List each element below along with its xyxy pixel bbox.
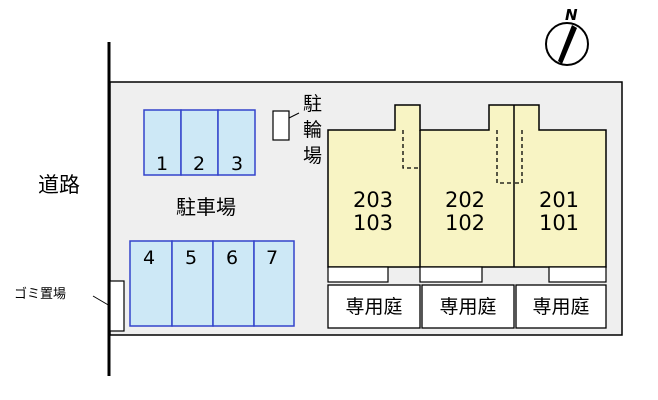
- parking-space: [253, 240, 295, 327]
- garbage-leader-line: [92, 295, 111, 307]
- private-garden: [421, 284, 515, 329]
- balcony: [419, 266, 483, 283]
- bicycle-label-char: 場: [303, 145, 322, 167]
- parking-space-number: 1: [156, 153, 168, 175]
- compass: N: [545, 6, 589, 66]
- parking-space-number: 7: [266, 247, 278, 269]
- unit-number-upper: 202: [445, 188, 485, 212]
- garbage-label: ゴミ置場: [14, 286, 66, 302]
- parking-space-number: 5: [185, 247, 197, 269]
- compass-needle-icon: [558, 25, 577, 64]
- parking-space-number: 2: [193, 153, 205, 175]
- parking-label: 駐車場: [176, 195, 236, 219]
- unit-number-lower: 103: [353, 211, 393, 235]
- unit-number-lower: 101: [539, 211, 579, 235]
- bicycle-label-char: 駐: [303, 93, 322, 115]
- compass-north-label: N: [565, 6, 578, 24]
- garbage-area: [109, 280, 125, 332]
- bicycle-parking-area: [272, 110, 290, 141]
- parking-space: [129, 240, 173, 327]
- private-garden-label: 専用庭: [345, 296, 402, 318]
- private-garden: [515, 284, 607, 329]
- private-garden-label: 専用庭: [532, 296, 589, 318]
- unit-number-lower: 102: [445, 211, 485, 235]
- parking-space-number: 3: [231, 153, 243, 175]
- road-label: 道路: [38, 173, 80, 197]
- private-garden-label: 専用庭: [439, 296, 496, 318]
- stair-marking: [514, 130, 523, 184]
- parking-space: [217, 109, 256, 176]
- parking-space: [212, 240, 255, 327]
- apartment-building: [327, 104, 607, 268]
- private-garden: [327, 284, 421, 329]
- parking-lower: 4 5 6 7: [129, 240, 295, 327]
- bicycle-label-char: 輪: [303, 119, 322, 141]
- parking-space-number: 6: [226, 247, 238, 269]
- parking-upper: 1 2 3: [143, 109, 256, 176]
- parking-space-number: 4: [143, 247, 155, 269]
- stair-marking: [402, 130, 420, 169]
- balcony: [327, 266, 389, 283]
- unit-number-upper: 201: [539, 188, 579, 212]
- unit-number-upper: 203: [353, 188, 393, 212]
- stair-marking: [496, 130, 514, 184]
- parking-space: [180, 109, 219, 176]
- bicycle-leader-line: [288, 112, 300, 119]
- balcony: [548, 266, 607, 283]
